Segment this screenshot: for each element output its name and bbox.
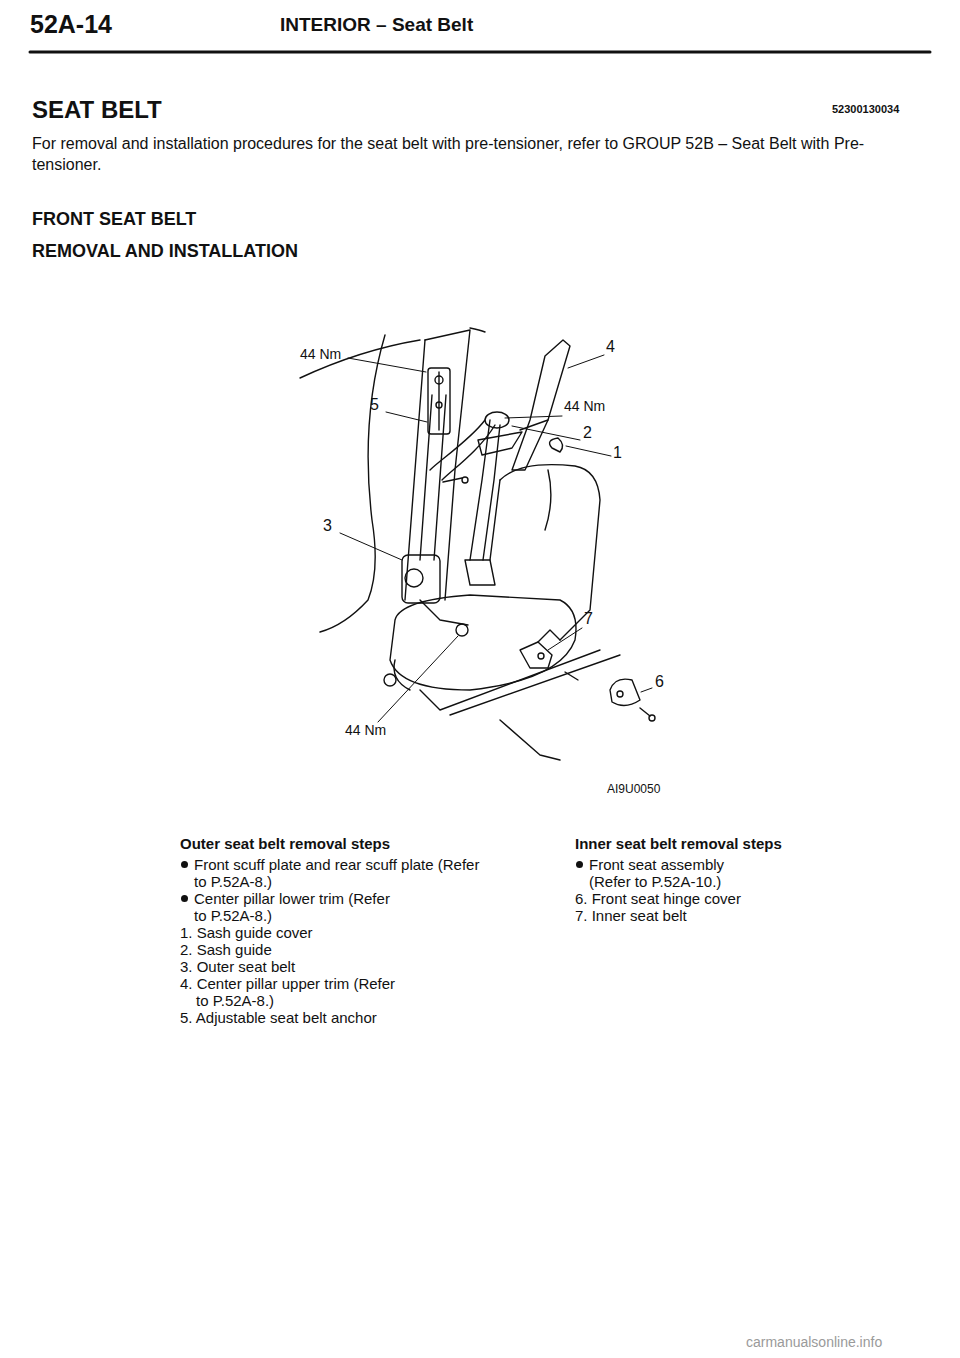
- torque-value: 44 Nm: [564, 398, 605, 414]
- callout-number: 2: [583, 424, 592, 442]
- intro-text: For removal and installation procedures …: [32, 133, 912, 175]
- outer-steps: Outer seat belt removal stepsFront scuff…: [180, 835, 516, 1026]
- callout-number: 1: [613, 444, 622, 462]
- sub-heading: REMOVAL AND INSTALLATION: [32, 241, 298, 262]
- inner-steps: Inner seat belt removal stepsFront seat …: [575, 835, 911, 924]
- bullet-dot: [181, 895, 188, 902]
- bullet-step: Center pillar lower trim (Refer to P.52A…: [180, 890, 399, 924]
- outer-seat-belt: [402, 395, 522, 636]
- numbered-step: 4. Center pillar upper trim (Refer to P.…: [180, 975, 411, 1009]
- sash-guide: [485, 412, 563, 452]
- bullet-step: Front seat assembly (Refer to P.52A-10.): [575, 856, 759, 890]
- callout-number: 4: [606, 338, 615, 356]
- sub-heading: FRONT SEAT BELT: [32, 209, 196, 230]
- step-text: Front scuff plate and rear scuff plate (…: [194, 856, 479, 890]
- steps-heading: Inner seat belt removal steps: [575, 835, 895, 852]
- torque-value: 44 Nm: [300, 346, 341, 362]
- step-text: Center pillar lower trim (Refer to P.52A…: [194, 890, 390, 924]
- door-opening: [300, 328, 485, 632]
- inner-seat-belt: [520, 630, 578, 680]
- page-header: INTERIOR – Seat Belt: [280, 14, 473, 36]
- numbered-step: 6. Front seat hinge cover: [575, 890, 911, 907]
- numbered-step: 7. Inner seat belt: [575, 907, 911, 924]
- figure-code: AI9U0050: [607, 783, 660, 797]
- header-rule: [30, 51, 930, 54]
- numbered-step: 3. Outer seat belt: [180, 958, 516, 975]
- numbered-step: 1. Sash guide cover: [180, 924, 516, 941]
- section-title: SEAT BELT: [32, 96, 162, 124]
- callout-number: 3: [323, 517, 332, 535]
- watermark: carmanualsonline.info: [746, 1334, 882, 1350]
- callout-number: 5: [370, 396, 379, 414]
- bullet-dot: [576, 861, 583, 868]
- leader-lines: [340, 355, 652, 722]
- callout-number: 6: [655, 673, 664, 691]
- hinge-cover: [610, 679, 655, 721]
- callout-number: 7: [584, 610, 593, 628]
- doc-code: 52300130034: [832, 103, 899, 116]
- page-number: 52A-14: [30, 10, 112, 39]
- steps-heading: Outer seat belt removal steps: [180, 835, 500, 852]
- front-seat: [384, 465, 620, 760]
- torque-value: 44 Nm: [345, 722, 386, 738]
- numbered-step: 5. Adjustable seat belt anchor: [180, 1009, 516, 1026]
- numbered-step: 2. Sash guide: [180, 941, 516, 958]
- bullet-step: Front scuff plate and rear scuff plate (…: [180, 856, 494, 890]
- step-text: Front seat assembly (Refer to P.52A-10.): [589, 856, 724, 890]
- bullet-dot: [181, 861, 188, 868]
